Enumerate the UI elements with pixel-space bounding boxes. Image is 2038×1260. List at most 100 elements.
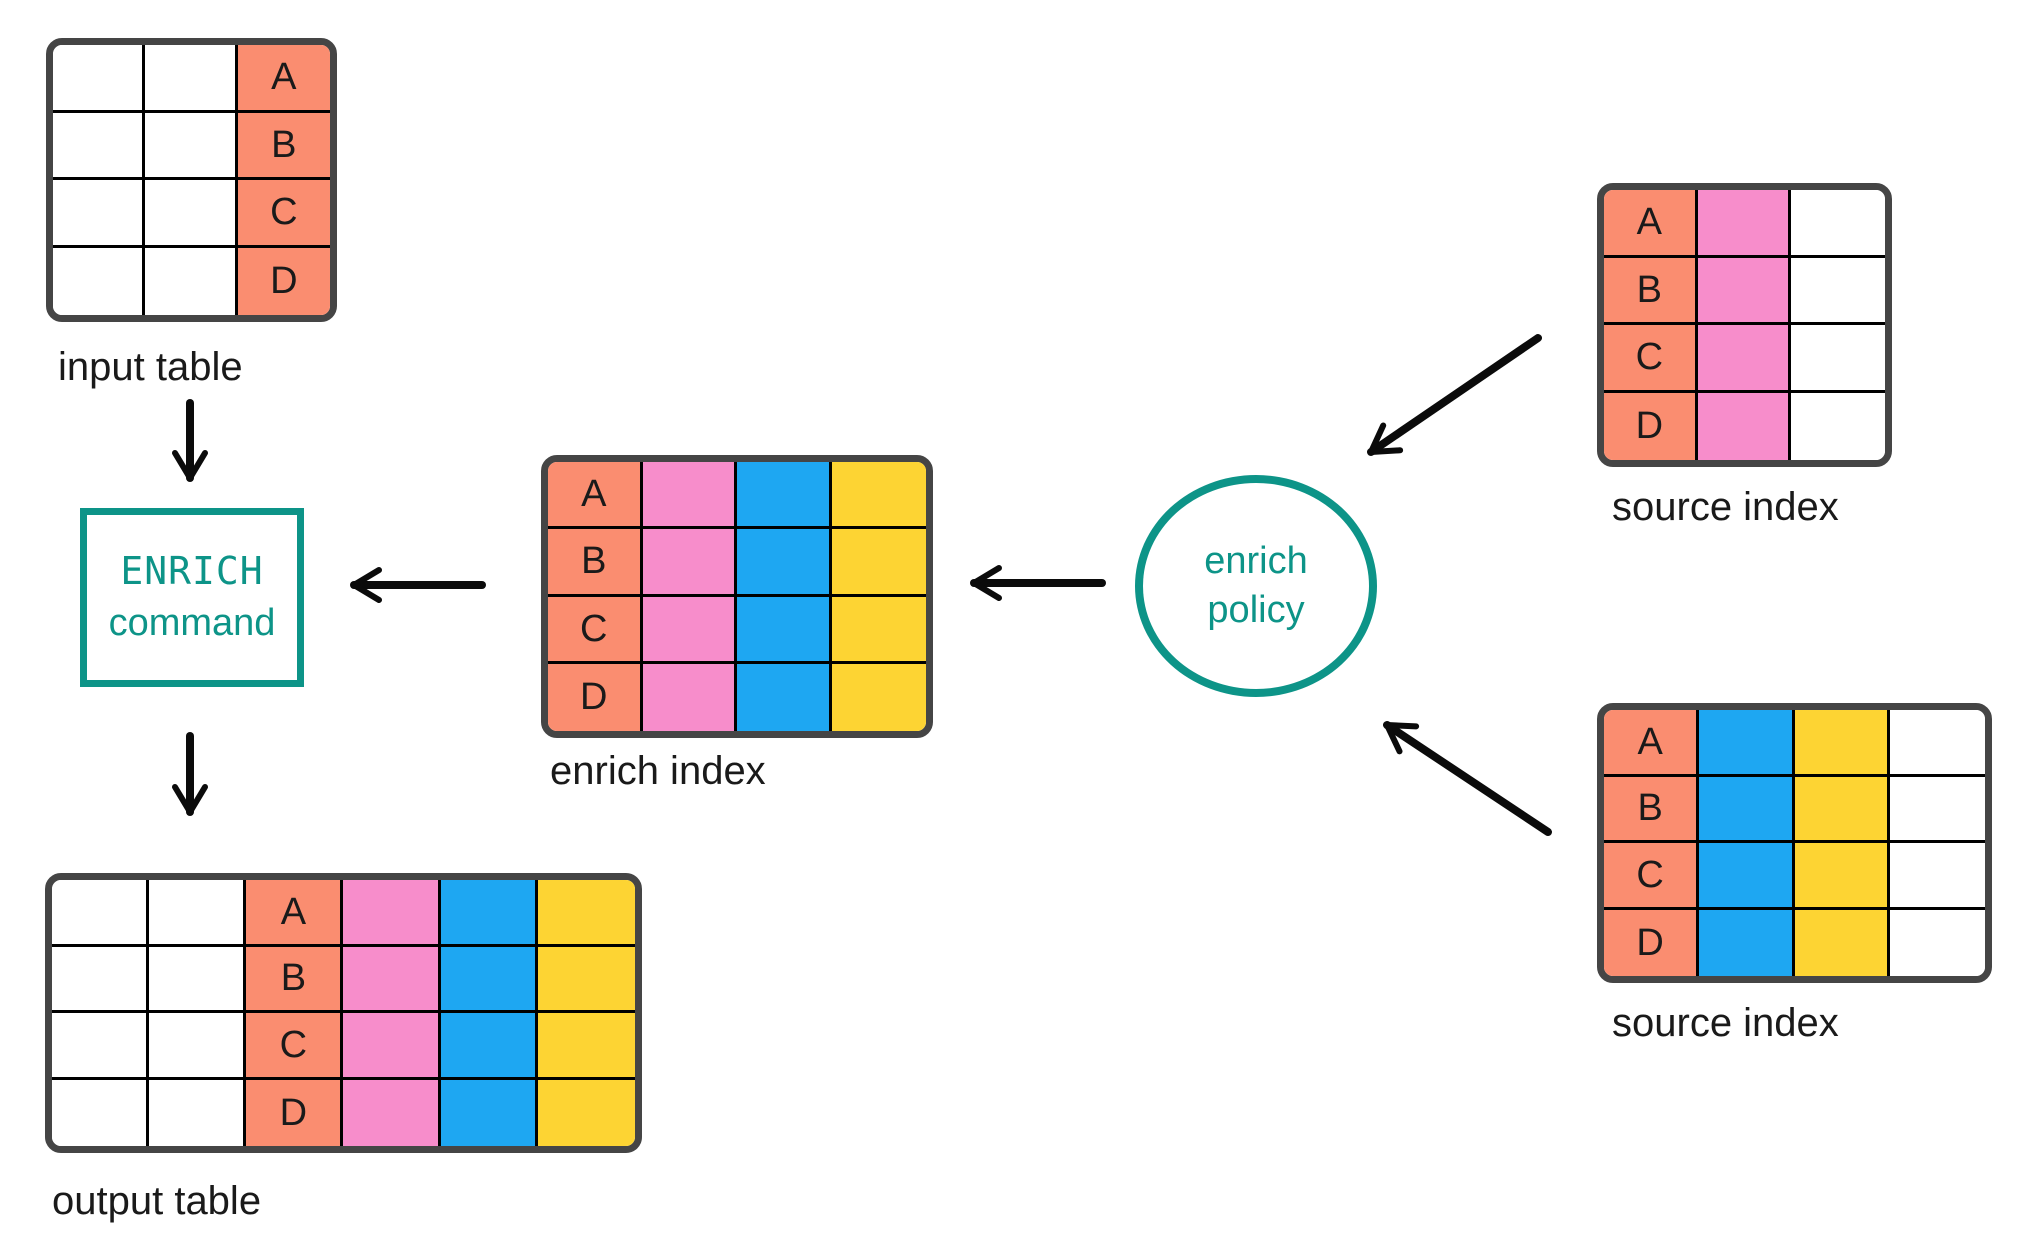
table-cell [145,180,238,248]
row-key-letter: A [1636,201,1662,244]
table-cell: A [237,45,330,113]
enrich-policy-line2: policy [1207,589,1305,631]
enrich-index-table-label: enrich index [550,749,766,793]
table-cell [537,1079,635,1146]
row-key-letter: B [1637,787,1663,830]
table-cell [1889,909,1985,976]
row-key-letter: C [580,607,608,650]
table-cell [1889,843,1985,910]
row-key-letter: B [271,123,297,166]
row-key-letter: D [1635,405,1664,448]
table-cell [737,596,832,664]
row-key-letter: D [1636,921,1664,964]
table-cell [831,529,926,597]
table-cell [1699,909,1795,976]
table-cell [1699,843,1795,910]
output-table-label: output table [52,1179,262,1223]
table-cell [149,1013,247,1080]
enrich-command-node: ENRICH command [80,508,304,687]
row-key-letter: D [270,260,298,303]
table-cell [52,1079,150,1146]
table-cell [1697,392,1792,460]
table-cell [52,946,150,1013]
table-cell [343,880,441,947]
row-key-letter: C [1636,853,1664,896]
table-cell [1794,843,1890,910]
row-key-letter: D [279,1091,308,1134]
table-cell: B [1604,776,1700,843]
table-cell: A [548,462,643,530]
table-cell: C [246,1013,344,1080]
table-cell [642,663,737,731]
table-cell [440,1079,538,1146]
table-cell: B [246,946,344,1013]
table-cell: C [1604,843,1700,910]
table-cell [440,880,538,947]
enrich-command-keyword: ENRICH [120,549,264,594]
table-cell [1791,190,1885,258]
table-cell: B [237,112,330,180]
table-cell [1794,909,1890,976]
table-cell: C [1604,325,1698,393]
table-cell [145,247,238,315]
row-key-letter: B [280,957,307,1000]
table-cell: B [1604,257,1698,325]
table-cell: D [237,247,330,315]
source-index-bottom-label: source index [1612,1001,1839,1045]
table-cell [149,880,247,947]
table-cell: D [1604,909,1700,976]
row-key-letter: C [270,191,298,234]
table-cell [343,946,441,1013]
table-cell [1791,257,1885,325]
row-key-letter: A [1637,720,1663,763]
enrich-command-word: command [108,601,276,644]
table-cell [343,1079,441,1146]
table-cell [52,1013,150,1080]
row-key-letter: B [581,540,607,583]
table-cell: D [548,663,643,731]
table-cell: A [1604,710,1700,777]
table-cell [1697,325,1792,393]
table-cell [1794,776,1890,843]
table-cell [1699,710,1795,777]
row-key-letter: A [280,890,307,933]
table-cell [831,462,926,530]
table-cell [537,946,635,1013]
table-cell [1791,325,1885,393]
row-key-letter: C [279,1023,308,1066]
table-cell [149,946,247,1013]
table-cell: D [1604,392,1698,460]
table-cell [1791,392,1885,460]
table-cell [737,462,832,530]
table-cell [1889,776,1985,843]
arrow-source-bottom-to-policy [1383,721,1552,836]
table-cell [831,663,926,731]
table-cell [831,596,926,664]
table-cell [737,529,832,597]
table-cell: C [548,596,643,664]
table-cell: C [237,180,330,248]
arrow-source-top-to-policy [1367,334,1542,456]
table-cell [1697,190,1792,258]
row-key-letter: D [580,676,608,719]
table-cell [53,247,146,315]
table-cell [145,45,238,113]
table-cell: B [548,529,643,597]
table-cell [642,596,737,664]
input-table-label: input table [58,345,243,389]
source-index-top-label: source index [1612,485,1839,529]
table-cell [52,880,150,947]
table-cell [1699,776,1795,843]
enrich-policy-line1: enrich [1204,539,1308,582]
table-cell: A [246,880,344,947]
table-cell [440,1013,538,1080]
row-key-letter: B [1636,268,1662,311]
table-cell [737,663,832,731]
table-cell [149,1079,247,1146]
table-cell: D [246,1079,344,1146]
